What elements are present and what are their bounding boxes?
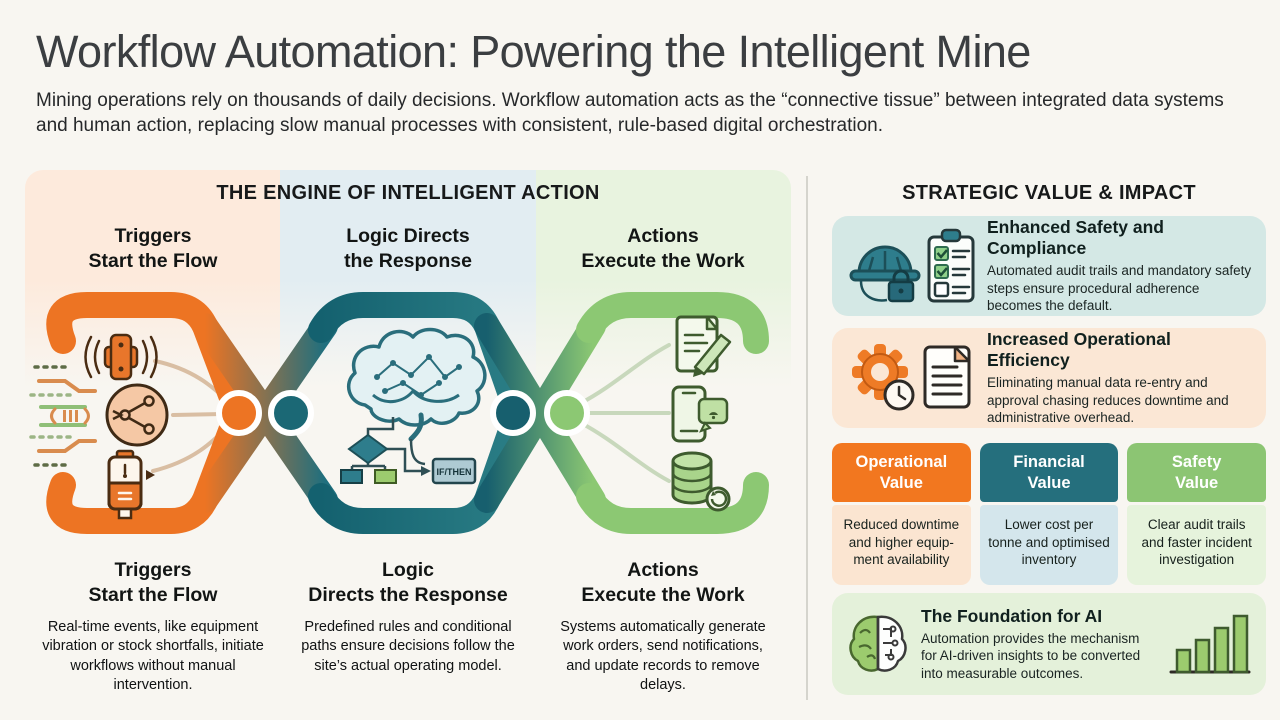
page-subtitle: Mining operations rely on thousands of d… xyxy=(36,90,1224,137)
stage-summary-text: Systems automatically generate work orde… xyxy=(560,618,766,694)
card-text: Increased Operational Efficiency Elimina… xyxy=(987,329,1253,427)
impact-panel: STRATEGIC VALUE & IMPACT xyxy=(832,170,1267,715)
stage-title-triggers: Triggers Start the Flow xyxy=(88,225,218,273)
stage-summary-triggers: Triggers Start the Flow Real-time events… xyxy=(25,558,281,696)
pipeline-nodes xyxy=(216,390,590,436)
trigger-node xyxy=(216,390,262,436)
pipe-cross-right xyxy=(474,313,606,513)
card-chart xyxy=(1167,608,1253,680)
document-icon xyxy=(923,345,971,409)
gear-clock-icon xyxy=(852,344,915,411)
panel-divider xyxy=(806,176,808,700)
value-operational: Operational Value Reduced downtime and h… xyxy=(832,443,971,585)
bar-chart-icon xyxy=(1169,614,1251,674)
card-icons xyxy=(845,609,911,679)
hard-hat-icon xyxy=(849,245,921,303)
database-sync-icon xyxy=(671,451,731,512)
card-title: Enhanced Safety and Compliance xyxy=(987,217,1164,259)
pipe-cross-left xyxy=(192,313,338,513)
stage-title-logic: Logic Directs the Response xyxy=(344,225,472,273)
value-header: Financial Value xyxy=(979,443,1119,502)
flowchart-icon: IF/THEN xyxy=(340,417,477,485)
action-node xyxy=(544,390,590,436)
actions-pipe xyxy=(576,292,769,534)
stage-summary-logic: Logic Directs the Response Predefined ru… xyxy=(280,558,536,676)
stage-summary-title: Actions Execute the Work xyxy=(581,559,745,607)
card-icons xyxy=(845,337,977,419)
value-body: Clear audit trails and faster incident i… xyxy=(1127,505,1267,585)
stage-summary-text: Predefined rules and conditional paths e… xyxy=(301,618,515,674)
value-header: Safety Value xyxy=(1127,443,1267,502)
signal-traces-icon xyxy=(29,365,97,467)
actions-tint xyxy=(535,170,791,715)
logic-node-right xyxy=(490,390,536,436)
value-columns: Operational Value Reduced downtime and h… xyxy=(832,443,1267,585)
value-safety: Safety Value Clear audit trails and fast… xyxy=(1127,443,1267,585)
pipeline-graphic: IF/THEN xyxy=(29,292,769,534)
impact-heading: STRATEGIC VALUE & IMPACT xyxy=(902,182,1196,204)
card-body: Automation provides the mechanism for AI… xyxy=(921,630,1141,681)
data-event-icon xyxy=(105,383,169,447)
stage-title-actions: Actions Execute the Work xyxy=(581,225,745,273)
card-operational-efficiency: Increased Operational Efficiency Elimina… xyxy=(832,328,1266,428)
card-safety-compliance: Enhanced Safety and Compliance Automated… xyxy=(832,216,1266,316)
card-text: The Foundation for AI Automation provide… xyxy=(921,606,1157,683)
stage-summary-title: Triggers Start the Flow xyxy=(88,559,218,607)
engine-heading: THE ENGINE OF INTELLIGENT ACTION xyxy=(216,182,600,204)
logic-node-left xyxy=(268,390,314,436)
stage-summary-text: Real-time events, like equipment vibrati… xyxy=(42,618,264,694)
if-then-label: IF/THEN xyxy=(437,467,472,477)
card-body: Automated audit trails and mandatory saf… xyxy=(987,263,1252,314)
value-financial: Financial Value Lower cost per tonne and… xyxy=(979,443,1119,585)
stage-tint-columns xyxy=(25,170,791,715)
vibration-sensor-icon xyxy=(84,333,158,381)
work-order-icon xyxy=(675,315,732,377)
card-icons xyxy=(845,225,977,307)
notification-phone-icon xyxy=(671,385,729,443)
card-text: Enhanced Safety and Compliance Automated… xyxy=(987,217,1253,315)
value-body: Lower cost per tonne and optimised inven… xyxy=(979,505,1119,585)
stage-summary-title: Logic Directs the Response xyxy=(308,559,508,607)
page-title: Workflow Automation: Powering the Intell… xyxy=(36,26,1031,77)
card-title: The Foundation for AI xyxy=(921,605,1103,626)
logic-tint xyxy=(280,170,536,715)
card-title: Increased Operational Efficiency xyxy=(987,329,1171,371)
checklist-icon xyxy=(927,228,975,303)
page-header: Workflow Automation: Powering the Intell… xyxy=(36,26,1246,139)
engine-panel: THE ENGINE OF INTELLIGENT ACTION Trigger… xyxy=(25,170,791,715)
brain-logic-icon xyxy=(346,327,487,442)
card-body: Eliminating manual data re-entry and app… xyxy=(987,375,1229,426)
value-header: Operational Value xyxy=(832,443,971,502)
card-foundation-ai: The Foundation for AI Automation provide… xyxy=(832,593,1266,695)
tank-level-icon xyxy=(107,449,155,520)
ai-brain-icon xyxy=(849,615,907,672)
action-connector-lines xyxy=(579,343,671,483)
value-body: Reduced downtime and higher equip- ment … xyxy=(832,505,971,585)
stage-summary-actions: Actions Execute the Work Systems automat… xyxy=(535,558,791,696)
